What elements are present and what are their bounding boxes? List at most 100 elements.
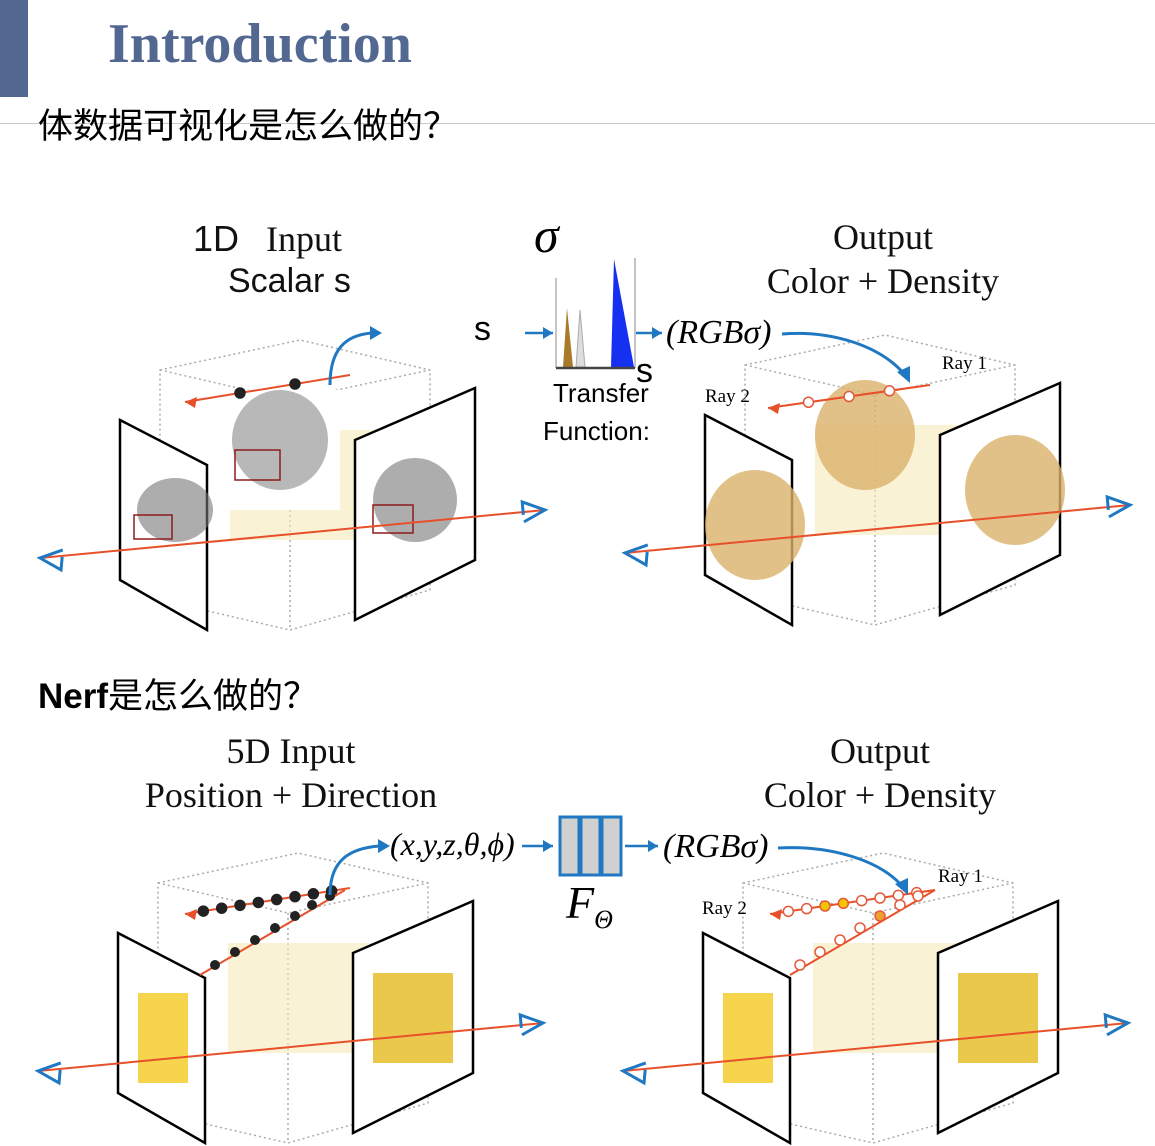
sample-point [289,890,301,903]
output-label: Output [832,217,933,257]
ray-origin-arrow-icon [621,543,649,568]
head-xray-center [232,390,328,490]
ray-origin-arrow-icon [34,1061,62,1086]
lego-scene [34,852,547,1146]
bulldozer-front [138,993,188,1083]
transfer-label: Transfer [553,378,649,408]
sample-point [215,902,228,914]
sample-point [834,934,846,946]
sample-point [252,896,265,909]
sample-point [892,889,905,902]
head-scene [621,334,1134,628]
function-label: Function: [543,416,650,446]
s-to-tf-arrow-head [543,327,553,339]
color-density-label: Color + Density [766,261,1000,301]
position-direction-label: Position + Direction [144,775,438,815]
tf-peak-white [575,309,586,368]
output-label-2: Output [829,731,930,771]
coords-to-net-arrow-head [543,840,553,852]
ray-end-arrow-icon [518,1012,547,1037]
sample-point [802,396,815,408]
header-accent-bar [0,0,28,97]
output-curve-arrow-2-head [895,878,908,895]
s-input-label: s [474,310,491,348]
network-layer [558,815,581,877]
sample-point [230,947,240,957]
tf-peak-brown [563,308,573,367]
sigma-label: σ [534,207,559,263]
output-curve-arrow-head [897,366,910,383]
tf-to-rgb-arrow-head [652,327,662,339]
network-label: FΘ [566,876,613,935]
ray-end-arrow-icon [1105,494,1134,519]
input-curve-arrow-head [370,326,382,340]
ray2-bottom-left-arrow-icon [185,909,197,920]
bulldozer-front [723,993,773,1083]
sample-point [854,922,866,934]
sample-point [874,892,886,904]
ray2-top-left-arrow-icon [185,397,197,408]
output-curve-arrow-2 [777,846,905,888]
ray2-bottom-right-arrow-icon [770,909,782,920]
sample-point [307,900,317,910]
ct-scene [36,339,549,633]
input-word: Input [266,219,343,259]
sample-point [843,390,855,403]
camera-ray [37,1022,544,1072]
ray-origin-arrow-icon [36,548,64,573]
sample-point [210,960,220,970]
sample-point [837,897,850,910]
input-curve-arrow [328,331,373,386]
sample-point [270,893,283,906]
sample-point [782,905,795,918]
camera-ray [39,509,546,559]
input-curve-arrow-2-head [378,839,390,853]
volume-rendering-question: 体数据可视化是怎么做的？ [38,107,459,147]
sample-point [289,378,301,390]
sample-point [883,385,896,397]
ray2-label: Ray 2 [705,386,750,407]
sample-point [197,905,210,917]
nerf-question: Nerf是怎么做的？ [38,668,318,719]
input-curve-arrow-2 [328,844,381,896]
sample-point [270,923,280,933]
question-rest: 是怎么做的？ [108,677,319,717]
sample-point [800,902,813,915]
sample-point [855,894,868,907]
color-density-label-2: Color + Density [763,775,997,815]
scalar-label: Scalar s [228,262,351,300]
rgb-sigma-label-2: (RGBσ) [663,828,769,865]
ray2-top-left [184,374,351,403]
ray1-label: Ray 1 [942,353,987,374]
network-theta: Θ [594,905,613,935]
sample-point [234,899,246,912]
ray-origin-arrow-icon [619,1061,647,1086]
sample-point [814,946,826,958]
sample-point [874,910,886,922]
camera-ray [624,504,1131,554]
input-label-1: 1D Input [193,218,342,260]
ray1-label-2: Ray 1 [938,866,983,887]
rgb-sigma-label: (RGBσ) [666,314,772,351]
roi-box [372,504,414,534]
camera-ray [622,1022,1129,1072]
roi-box [133,514,173,540]
ray-end-arrow-icon [520,499,549,524]
head-xray-left [137,478,213,542]
header-divider [0,123,1155,124]
slide-title: Introduction [108,13,412,75]
s-axis-label: s [636,352,653,390]
nerf-word: Nerf [38,677,109,716]
ray1-bottom-left [199,889,346,976]
sample-point [325,891,335,901]
ray2-bottom-left [184,887,351,915]
lego-scene [619,852,1132,1146]
sample-point [290,911,300,921]
network-f: F [566,877,595,928]
skull-render [705,470,805,580]
sample-point [250,935,260,945]
bulldozer-side [958,973,1038,1063]
input-label-5d: 5D Input [226,731,356,771]
ray2-bottom-right [769,889,936,915]
